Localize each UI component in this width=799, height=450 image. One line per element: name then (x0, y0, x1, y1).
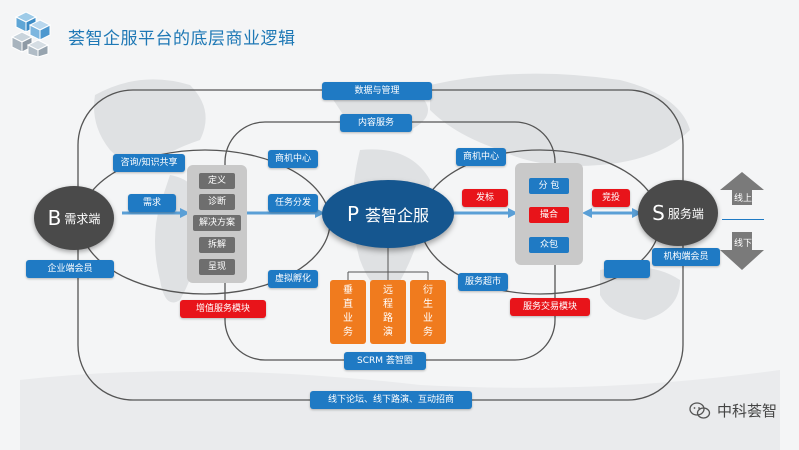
publish-label: 发标 (462, 189, 508, 207)
cube-logo-icon (10, 11, 52, 58)
vertical-business-box: 垂 直 业 务 (330, 280, 366, 344)
matchmaking-item: 撮合 (529, 207, 569, 223)
offline-label: 线下 (734, 239, 753, 249)
value-added-module-label: 增值服务模块 (180, 300, 266, 318)
demand-side-letter: B (47, 206, 62, 230)
derived-business-box: 衍 生 业 务 (410, 280, 446, 344)
process-present: 呈现 (199, 259, 235, 275)
derived-business-char: 衍 (423, 285, 433, 296)
incubation-label: 虚拟孵化 (268, 270, 318, 288)
process-solution: 解决方案 (193, 215, 241, 231)
demand-side-node: B 需求端 (34, 186, 114, 250)
subcontract-item: 分 包 (529, 178, 569, 194)
institution-member-label: 机构端会员 (652, 248, 720, 266)
remote-roadshow-char: 演 (383, 327, 393, 338)
remote-roadshow-char: 路 (383, 313, 393, 324)
remote-roadshow-box: 远 程 路 演 (370, 280, 406, 344)
online-offline-divider (722, 219, 764, 220)
service-market-label: 服务超市 (458, 273, 508, 291)
vertical-business-char: 直 (343, 299, 353, 310)
task-dispatch-label: 任务分发 (268, 194, 318, 212)
process-define: 定义 (199, 173, 235, 189)
remote-roadshow-char: 远 (383, 285, 393, 296)
vertical-business-char: 业 (343, 313, 353, 324)
derived-business-char: 务 (423, 327, 433, 338)
wechat-icon (689, 401, 711, 419)
process-diagnose: 诊断 (199, 194, 235, 210)
bid-label: 竞投 (592, 189, 630, 207)
platform-name: 荟智企服 (365, 206, 430, 225)
vertical-business-char: 垂 (343, 285, 353, 296)
brand-name: 中科荟智 (716, 402, 777, 420)
biz-center-left-label: 商机中心 (268, 150, 318, 168)
brand-watermark: 中科荟智 (689, 400, 777, 421)
derived-business-char: 业 (423, 313, 433, 324)
platform-letter: P (346, 202, 360, 226)
service-trade-module-label: 服务交易模块 (510, 298, 590, 316)
biz-center-right-label: 商机中心 (456, 148, 506, 166)
service-side-letter: S (652, 201, 665, 225)
service-side-node: S 服务端 (638, 180, 718, 246)
need-label: 需求 (128, 194, 176, 212)
consult-label: 咨询/知识共享 (113, 154, 185, 172)
platform-center-node: P 荟智企服 (322, 180, 454, 248)
remote-roadshow-char: 程 (383, 299, 393, 310)
content-service-label: 内容服务 (340, 114, 412, 132)
blank-blue-label (604, 260, 650, 278)
crowdsource-item: 众包 (529, 237, 569, 253)
online-label: 线上 (734, 194, 753, 204)
offline-forum-label: 线下论坛、线下路演、互动招商 (310, 391, 472, 409)
demand-side-name: 需求端 (64, 211, 101, 226)
derived-business-char: 生 (423, 299, 433, 310)
data-management-label: 数据与管理 (322, 82, 432, 100)
page-title: 荟智企服平台的底层商业逻辑 (68, 29, 296, 49)
service-side-name: 服务端 (667, 206, 704, 221)
enterprise-member-label: 企业端会员 (26, 260, 114, 278)
scrm-label: SCRM 荟智圈 (344, 352, 426, 370)
vertical-business-char: 务 (343, 327, 353, 338)
process-breakdown: 拆解 (199, 237, 235, 253)
process-panel: 定义 诊断 解决方案 拆解 呈现 (187, 165, 247, 283)
match-panel: 分 包 撮合 众包 (515, 163, 583, 265)
